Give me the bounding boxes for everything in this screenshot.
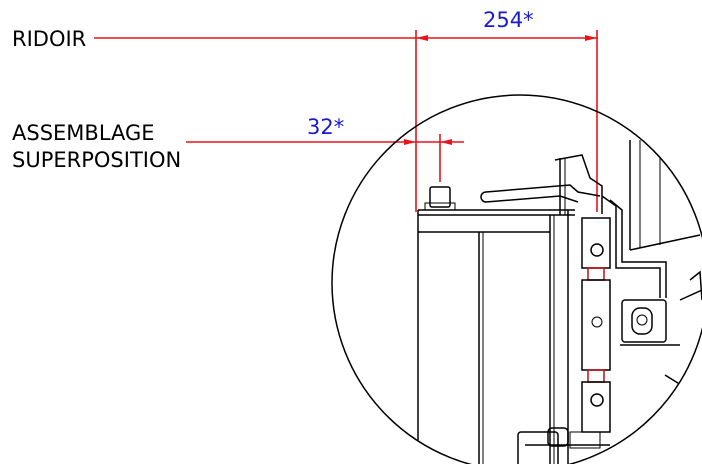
small-arrow-left-icon bbox=[404, 139, 416, 145]
dimension-32: 32* bbox=[307, 115, 344, 139]
detail-drawing bbox=[417, 140, 702, 464]
ridoir-label: RIDOIR bbox=[12, 27, 86, 51]
dimension-254: 254* bbox=[483, 8, 534, 32]
detail-circle bbox=[331, 94, 702, 464]
small-arrow-right-icon bbox=[440, 139, 452, 145]
superposition-label: SUPERPOSITION bbox=[12, 148, 181, 172]
arrow-right-icon bbox=[585, 35, 597, 41]
assemblage-label: ASSEMBLAGE bbox=[12, 121, 155, 145]
dimension-lines bbox=[94, 30, 598, 212]
arrow-left-icon bbox=[416, 35, 428, 41]
